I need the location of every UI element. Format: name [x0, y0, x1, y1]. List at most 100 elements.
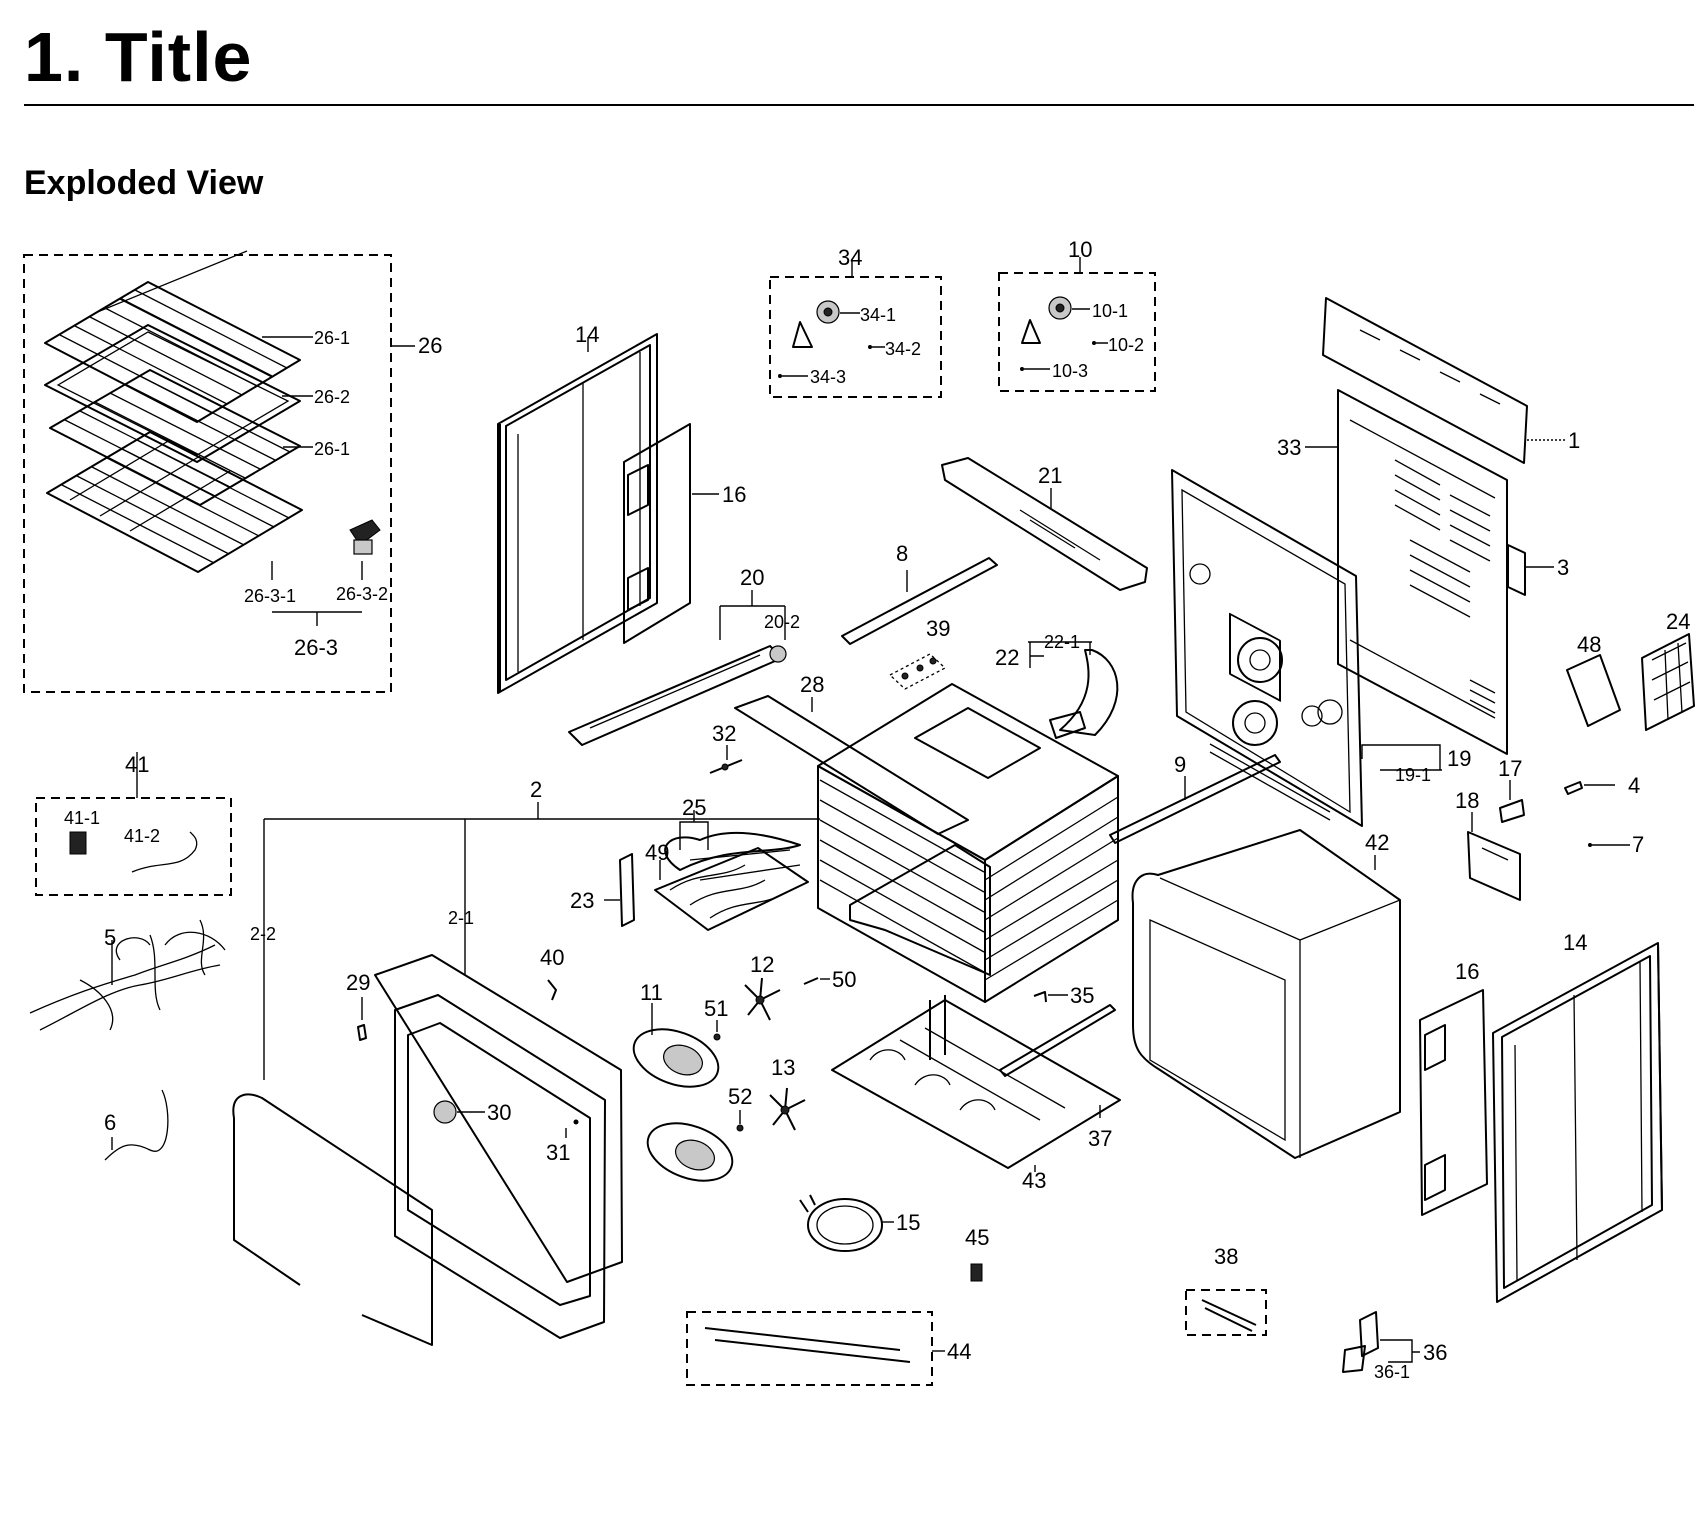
label-17: 17 [1498, 756, 1522, 781]
oven-rack-middle [49, 369, 301, 506]
label-41-2: 41-2 [124, 826, 160, 846]
label-10-1: 10-1 [1092, 301, 1128, 321]
clips-39: 39 [888, 616, 950, 690]
label-26-1: 26-1 [314, 328, 350, 348]
label-9: 9 [1174, 752, 1186, 777]
rack-kit-box [23, 254, 392, 693]
label-41-1: 41-1 [64, 808, 100, 828]
label-4: 4 [1628, 773, 1640, 798]
oven-cavity: 28 [734, 672, 1119, 1003]
page-title: 1. Title [24, 18, 253, 96]
label-26-1-second: 26-1 [314, 439, 350, 459]
label-34-3: 34-3 [810, 367, 846, 387]
label-34: 34 [838, 245, 862, 270]
clip-32: 32 [709, 721, 743, 774]
part-17: 17 [1498, 756, 1525, 823]
kit-44-box [686, 1311, 933, 1386]
rod-37: 37 [999, 1004, 1116, 1151]
fan-blade-13: 13 [769, 1055, 806, 1131]
back-panel-33: 33 [1277, 389, 1508, 755]
label-10-3: 10-3 [1052, 361, 1088, 381]
label-15: 15 [896, 1210, 920, 1235]
top-bracket-21: 21 [941, 457, 1148, 591]
label-50: 50 [832, 967, 856, 992]
label-8: 8 [896, 541, 908, 566]
label-26: 26 [418, 333, 442, 358]
bake-element-25: 25 49 [645, 795, 809, 931]
label-7: 7 [1632, 832, 1644, 857]
bracket-18: 18 [1455, 788, 1521, 901]
label-22: 22 [995, 645, 1019, 670]
label-5: 5 [104, 925, 116, 950]
label-48: 48 [1577, 632, 1601, 657]
label-19: 19 [1447, 746, 1471, 771]
label-25: 25 [682, 795, 706, 820]
bracket-23: 23 [570, 853, 635, 927]
label-35: 35 [1070, 983, 1094, 1008]
label-33: 33 [1277, 435, 1301, 460]
label-26-3-2: 26-3-2 [336, 584, 388, 604]
label-13: 13 [771, 1055, 795, 1080]
label-1: 1 [1568, 428, 1580, 453]
label-38: 38 [1214, 1244, 1238, 1269]
label-12: 12 [750, 952, 774, 977]
sensor-40: 40 [540, 945, 564, 1001]
side-panel-left: 14 [497, 322, 658, 694]
label-34-1: 34-1 [860, 305, 896, 325]
label-37: 37 [1088, 1126, 1112, 1151]
kit-10-box [998, 272, 1156, 392]
label-23: 23 [570, 888, 594, 913]
label-18: 18 [1455, 788, 1479, 813]
title-divider [24, 104, 1694, 106]
label-19-1: 19-1 [1395, 765, 1431, 785]
label-20: 20 [740, 565, 764, 590]
label-51: 51 [704, 996, 728, 1021]
bracket-3: 3 [1507, 544, 1569, 596]
label-31: 31 [546, 1140, 570, 1165]
label-22-1: 22-1 [1044, 632, 1080, 652]
kit-44: 44 [686, 1311, 971, 1386]
label-2: 2 [530, 777, 542, 802]
cavity-bottom-43: 43 [831, 995, 1121, 1193]
rear-frame-19: 19 19-1 [1171, 469, 1471, 827]
label-30: 30 [487, 1100, 511, 1125]
kit-41: 41 41-1 41-2 [35, 752, 232, 896]
rack-group-26: 26-1 26-2 26-1 26 26-3-1 26-3-2 26-3 [23, 250, 442, 693]
screw-7: 7 [1588, 832, 1644, 857]
label-10-2: 10-2 [1108, 335, 1144, 355]
label-3: 3 [1557, 555, 1569, 580]
duct-22: 22 22-1 [995, 632, 1119, 739]
label-6: 6 [104, 1110, 116, 1135]
oven-rack-bottom [46, 431, 303, 573]
kit-38-box [1185, 1289, 1267, 1336]
wire-6: 6 [104, 1089, 169, 1161]
screw-4: 4 [1564, 773, 1640, 798]
label-2-2: 2-2 [250, 924, 276, 944]
convection-element-15: 15 [799, 1194, 920, 1252]
label-34-2: 34-2 [885, 339, 921, 359]
label-10: 10 [1068, 237, 1092, 262]
outer-cabinet-42: 42 [1131, 829, 1401, 1159]
label-49: 49 [645, 840, 669, 865]
label-26-2: 26-2 [314, 387, 350, 407]
label-32: 32 [712, 721, 736, 746]
label-45: 45 [965, 1225, 989, 1250]
kit-10: 10 10-1 10-2 10-3 [998, 237, 1156, 392]
label-26-3: 26-3 [294, 635, 338, 660]
label-39: 39 [926, 616, 950, 641]
convection-motor-lower [646, 1122, 734, 1182]
label-28: 28 [800, 672, 824, 697]
label-26-3-1: 26-3-1 [244, 586, 296, 606]
bracket-36: 36-1 36 [1342, 1311, 1447, 1382]
kit-34-box [769, 276, 942, 398]
convection-motor-11: 11 [632, 980, 720, 1088]
label-16-right: 16 [1455, 959, 1479, 984]
label-42: 42 [1365, 830, 1389, 855]
kit-34: 34 34-1 34-2 34-3 [769, 245, 942, 398]
rack-glide [349, 519, 381, 555]
label-21: 21 [1038, 463, 1062, 488]
clip-35: 35 [1033, 983, 1094, 1008]
fan-blade-12: 12 [744, 952, 781, 1021]
support-rod-9: 9 [1109, 752, 1281, 844]
